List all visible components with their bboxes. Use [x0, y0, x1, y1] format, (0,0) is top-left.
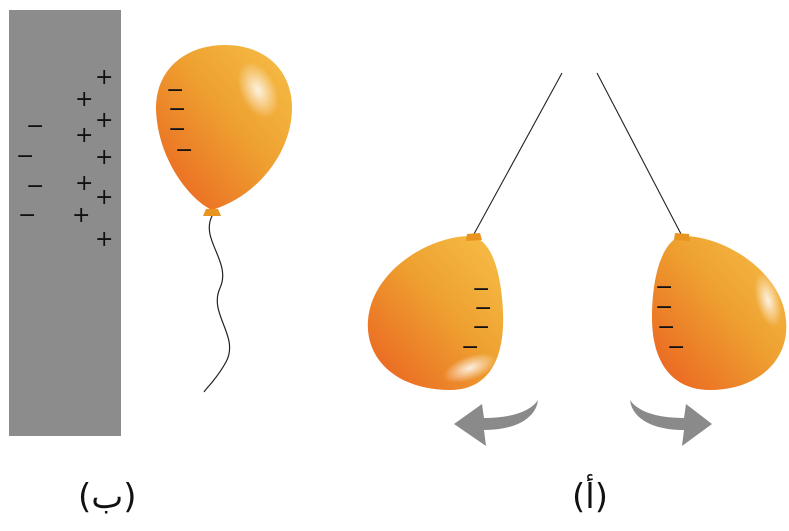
minus-sign: − [168, 97, 186, 122]
minus-sign: − [166, 78, 184, 103]
string-right [596, 72, 682, 235]
minus-sign: − [472, 277, 490, 302]
plus-sign: + [95, 65, 113, 90]
plus-sign: + [95, 227, 113, 252]
balloon-a-right-body [652, 236, 787, 390]
minus-sign: − [655, 295, 673, 320]
minus-sign: − [657, 315, 675, 340]
plus-sign: + [95, 185, 113, 210]
balloon-a-left-knot [466, 233, 482, 241]
balloon-b: − − − − [155, 45, 292, 393]
balloon-b-knot [203, 209, 221, 216]
balloon-b-string [203, 215, 231, 393]
minus-sign: − [175, 138, 193, 163]
panel-label-a: (أ) [572, 477, 608, 517]
balloon-a-right-knot [674, 233, 690, 241]
balloon-a-left-highlight [443, 353, 497, 383]
repulsion-arrow-left [454, 400, 538, 446]
balloon-a-right: − − − − [652, 233, 787, 390]
plus-sign: + [75, 123, 93, 148]
balloon-a-left-body [367, 236, 504, 390]
minus-sign: − [18, 203, 36, 228]
minus-sign: − [16, 144, 34, 169]
minus-sign: − [655, 275, 673, 300]
panel-label-b: (ب) [78, 477, 137, 517]
minus-sign: − [461, 335, 479, 360]
minus-sign: − [26, 114, 44, 139]
plus-sign: + [72, 203, 90, 228]
balloon-a-right-highlight [754, 272, 782, 328]
wall-charges: + + + + + + + + + − − − − [16, 65, 113, 252]
minus-sign: − [472, 315, 490, 340]
plus-sign: + [75, 171, 93, 196]
minus-sign: − [474, 296, 492, 321]
plus-sign: + [95, 108, 113, 133]
minus-sign: − [168, 117, 186, 142]
minus-sign: − [26, 174, 44, 199]
repulsion-arrow-right [630, 400, 712, 446]
plus-sign: + [75, 87, 93, 112]
plus-sign: + [95, 145, 113, 170]
balloon-a-left: − − − − [367, 233, 504, 390]
balloon-b-highlight [237, 61, 279, 119]
charged-wall [9, 10, 121, 436]
minus-sign: − [667, 335, 685, 360]
string-left [473, 72, 563, 235]
